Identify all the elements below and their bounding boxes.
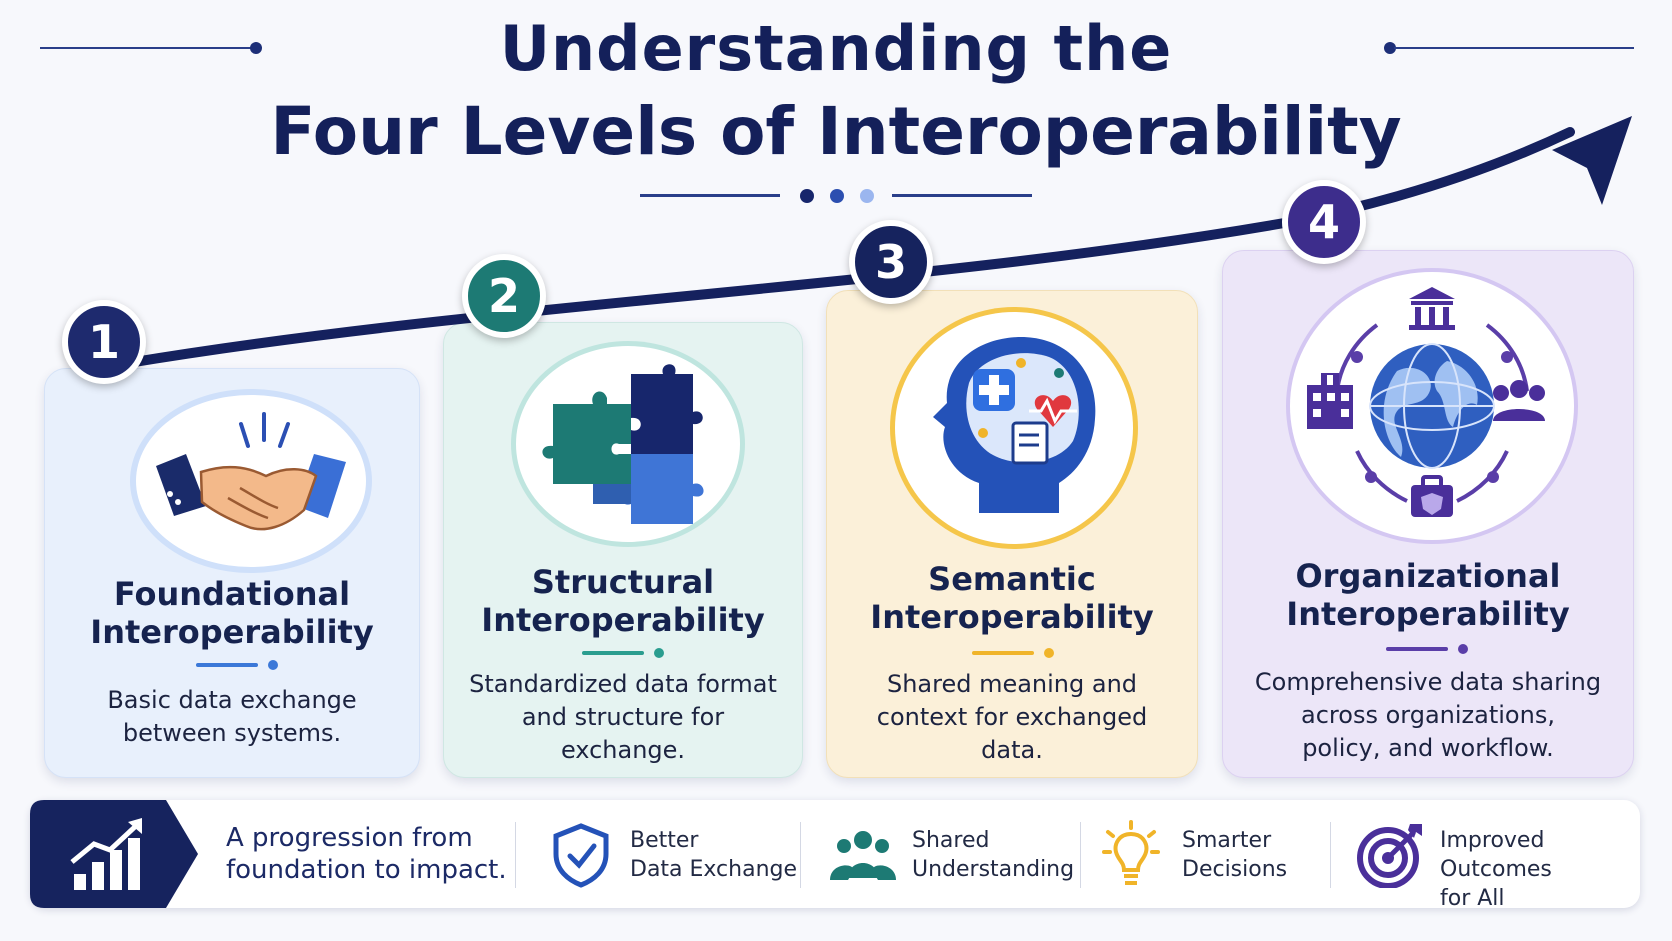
subtitle-deco-line-left — [640, 194, 780, 197]
level-4-separator — [1386, 644, 1468, 654]
level-4-desc-line-1: Comprehensive data sharing — [1254, 668, 1602, 696]
people-group-icon — [830, 831, 896, 880]
footer-item-2-line-2: Understanding — [912, 857, 1075, 882]
footer-item-3-line-2: Decisions — [1182, 857, 1288, 882]
title-deco-dot-right — [1384, 42, 1396, 54]
globe-network-icon-circle — [1290, 272, 1574, 540]
level-2-title: Structural Interoperability — [443, 563, 803, 639]
level-2-separator — [582, 648, 664, 658]
level-4-description: Comprehensive data sharing across organi… — [1222, 666, 1634, 765]
level-badge-3: 3 — [849, 220, 933, 304]
level-badge-2: 2 — [462, 254, 546, 338]
level-badge-4: 4 — [1282, 180, 1366, 264]
title-deco-line-left — [40, 47, 252, 49]
title-line-1: Understanding the — [499, 12, 1173, 85]
level-2-description: Standardized data format and structure f… — [443, 668, 803, 767]
level-1-title: Foundational Interoperability — [44, 575, 420, 651]
footer-item-3-label: Smarter Decisions — [1182, 826, 1332, 884]
level-3-title-line-2: Interoperability — [870, 598, 1154, 636]
footer-item-3-line-1: Smarter — [1182, 828, 1272, 853]
footer-divider-1 — [515, 822, 516, 888]
level-3-title-line-1: Semantic — [928, 560, 1096, 598]
footer-lead-text: A progression from foundation to impact. — [226, 822, 516, 886]
subtitle-deco-dot-3 — [860, 189, 874, 203]
level-1-title-line-1: Foundational — [113, 575, 351, 613]
level-1-separator — [196, 660, 278, 670]
target-icon — [1357, 824, 1422, 888]
title-deco-dot-left — [250, 42, 262, 54]
level-1-desc-line-2: between systems. — [122, 719, 342, 747]
level-3-desc-line-2: context for exchanged — [876, 703, 1148, 731]
footer-lead-line-2: foundation to impact. — [226, 855, 507, 885]
head-brain-icon — [933, 337, 1096, 513]
level-4-title: Organizational Interoperability — [1222, 557, 1634, 633]
puzzle-icon-circle — [516, 346, 740, 542]
shield-check-icon — [553, 823, 609, 888]
footer-item-2-label: Shared Understanding — [912, 826, 1082, 884]
level-4-desc-line-3: policy, and workflow. — [1302, 734, 1554, 762]
lightbulb-icon — [1102, 820, 1160, 885]
head-brain-icon-circle — [895, 312, 1133, 544]
footer-lead-line-1: A progression from — [226, 823, 473, 853]
footer-item-4-line-2: for All — [1440, 886, 1505, 911]
level-2-title-line-1: Structural — [531, 563, 715, 601]
subtitle-deco-dot-1 — [800, 189, 814, 203]
level-2-desc-line-2: and structure for — [521, 703, 725, 731]
level-2-desc-line-3: exchange. — [560, 736, 686, 764]
level-3-desc-line-1: Shared meaning and — [886, 670, 1138, 698]
level-1-description: Basic data exchange between systems. — [44, 684, 420, 750]
footer-item-1-line-2: Data Exchange — [630, 857, 798, 882]
level-4-desc-line-2: across organizations, — [1301, 701, 1555, 729]
title-deco-line-right — [1394, 47, 1634, 49]
level-badge-1: 1 — [62, 300, 146, 384]
puzzle-icon — [542, 364, 704, 524]
subtitle-deco-dot-2 — [830, 189, 844, 203]
level-3-desc-line-3: data. — [981, 736, 1043, 764]
growth-chart-icon — [70, 818, 142, 890]
footer-divider-3 — [1080, 822, 1081, 888]
level-4-title-line-2: Interoperability — [1286, 595, 1570, 633]
footer-item-1-line-1: Better — [630, 828, 699, 853]
footer-divider-4 — [1330, 822, 1331, 888]
level-3-separator — [972, 648, 1054, 658]
title-block: Understanding the Four Levels of Interop… — [0, 14, 1672, 172]
footer-item-4-label: Improved Outcomes for All — [1440, 826, 1636, 913]
level-3-title: Semantic Interoperability — [826, 560, 1198, 636]
footer-item-2-line-1: Shared — [912, 828, 990, 853]
footer-lead-panel — [30, 800, 198, 908]
level-1-desc-line-1: Basic data exchange — [107, 686, 357, 714]
level-2-desc-line-1: Standardized data format — [469, 670, 777, 698]
footer-item-1-label: Better Data Exchange — [630, 826, 800, 884]
level-4-title-line-1: Organizational — [1295, 557, 1561, 595]
globe-network-icon — [1307, 287, 1545, 517]
title-line-2: Four Levels of Interoperability — [270, 93, 1402, 170]
handshake-icon-circle — [136, 395, 366, 567]
footer-bar: A progression from foundation to impact.… — [30, 800, 1640, 911]
handshake-icon — [156, 412, 346, 531]
subtitle-deco-line-right — [892, 194, 1032, 197]
level-3-description: Shared meaning and context for exchanged… — [826, 668, 1198, 767]
level-2-title-line-2: Interoperability — [481, 601, 765, 639]
level-1-title-line-2: Interoperability — [90, 613, 374, 651]
footer-divider-2 — [800, 822, 801, 888]
footer-item-4-line-1: Improved Outcomes — [1440, 828, 1552, 882]
